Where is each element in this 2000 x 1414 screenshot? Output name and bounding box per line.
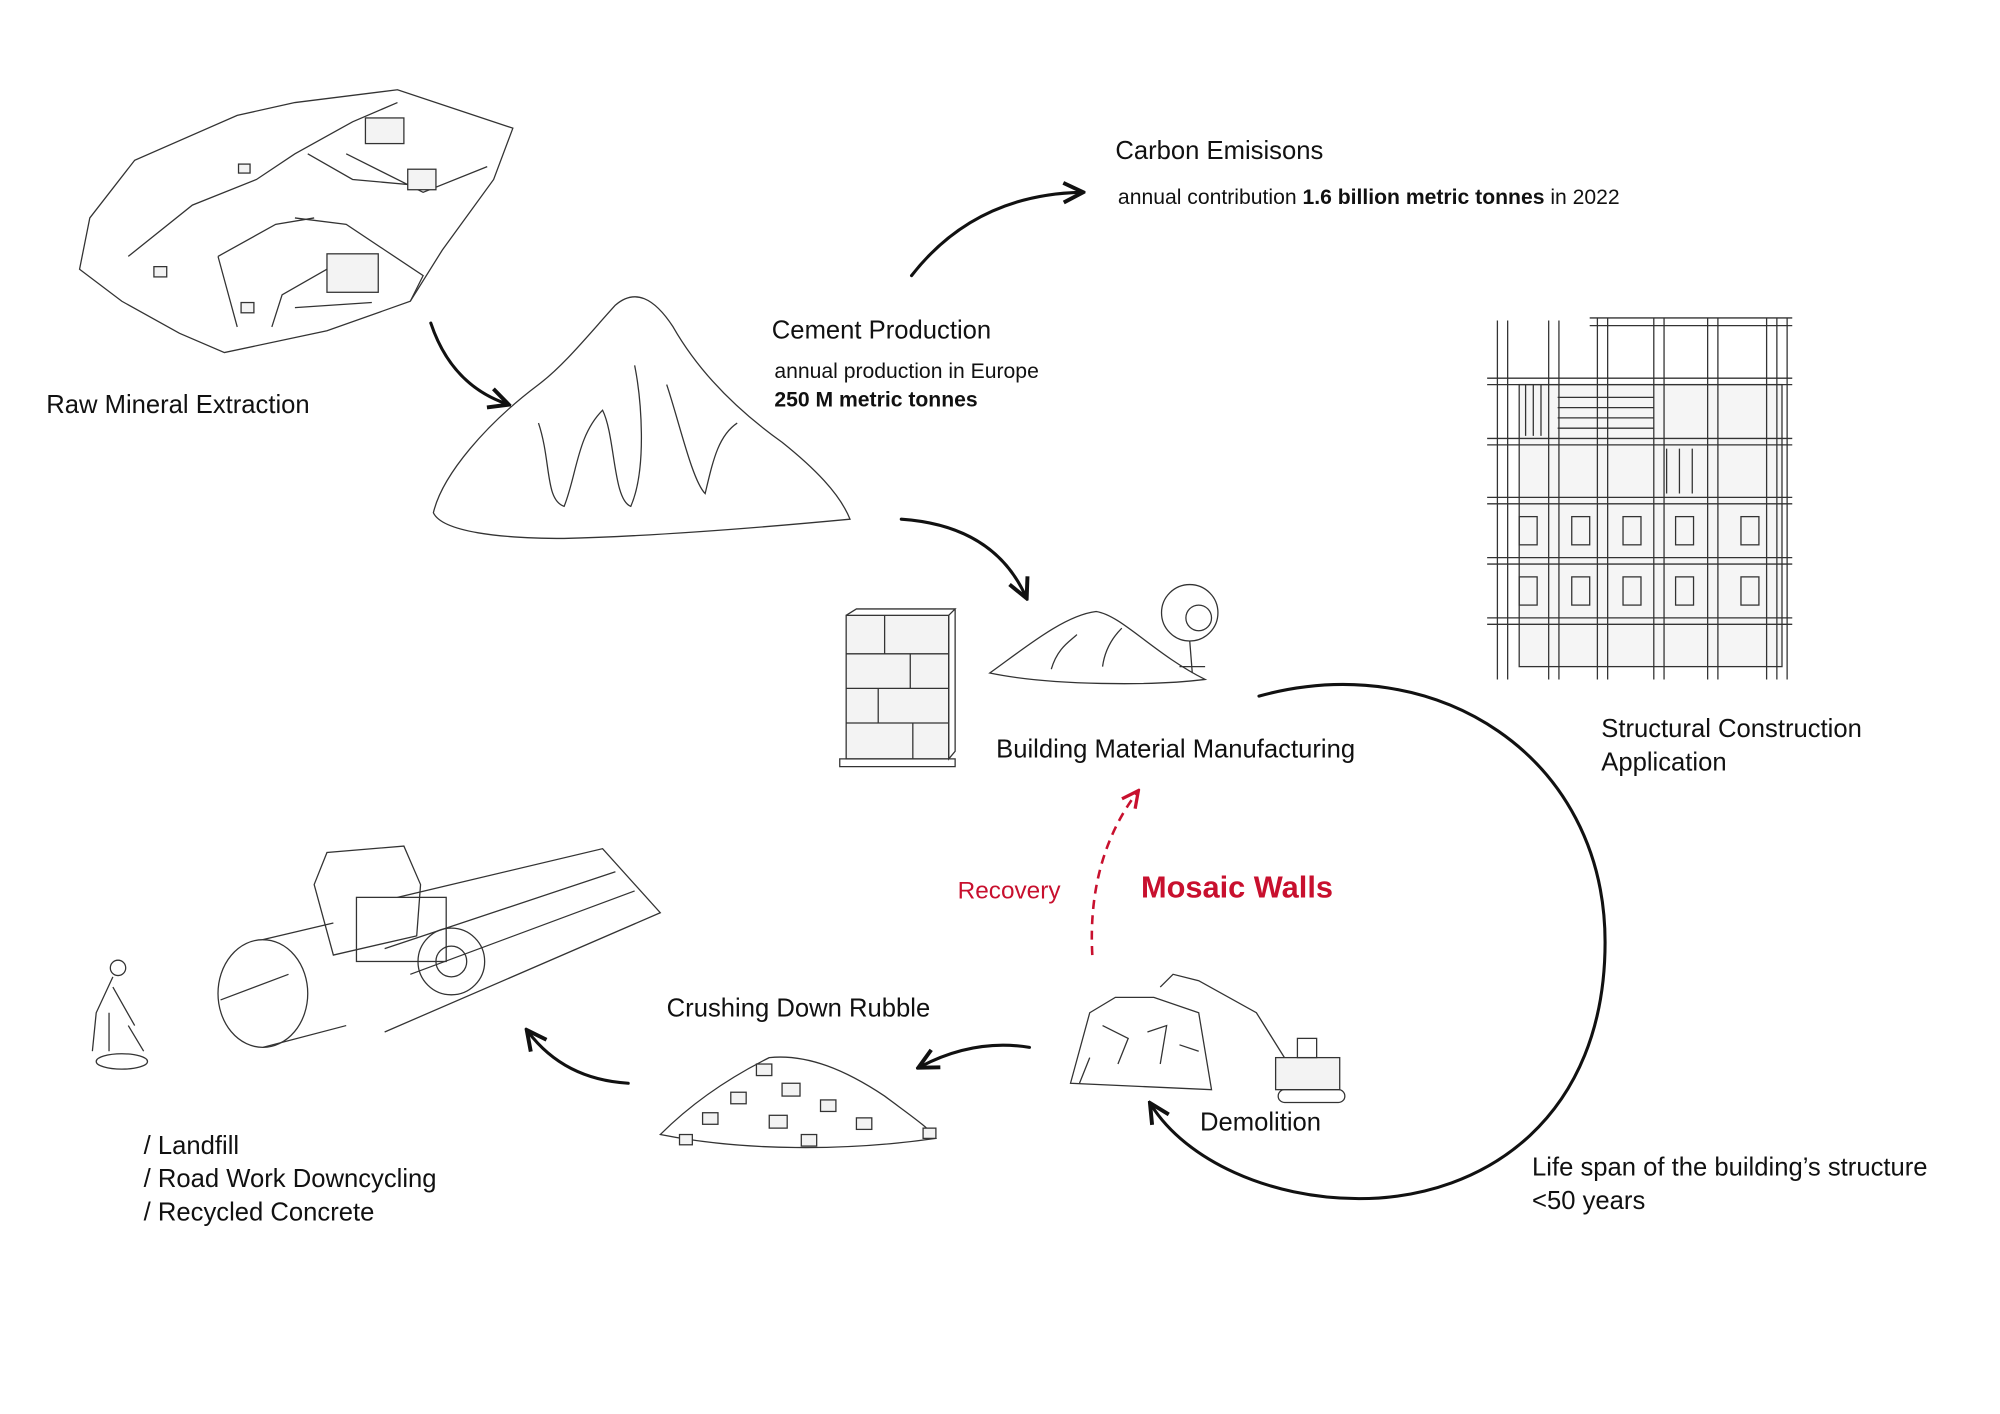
downcycling-recycled-concrete: / Recycled Concrete: [144, 1198, 375, 1226]
arrow-extraction-to-cement: [429, 321, 507, 404]
carbon-emissions-detail: annual contribution 1.6 billion metric t…: [1118, 186, 1620, 209]
cement-production-amount: 250 M metric tonnes: [774, 388, 977, 411]
quarry-illustration: [78, 89, 514, 354]
lifespan-years: <50 years: [1532, 1187, 1645, 1215]
crushing-rubble-label: Crushing Down Rubble: [667, 995, 931, 1023]
lifespan-label: Life span of the building’s structure: [1532, 1154, 1928, 1182]
building-structure-illustration: [1487, 317, 1793, 680]
building-blocks-illustration: [839, 608, 957, 768]
arrow-lifespan-loop: [1151, 682, 1607, 1201]
demolition-label: Demolition: [1200, 1109, 1321, 1137]
downcycling-landfill: / Landfill: [144, 1132, 239, 1160]
mixer-illustration: [988, 583, 1219, 685]
recovery-label: Recovery: [958, 878, 1062, 905]
road-roller-illustration: [217, 845, 662, 1049]
cement-production-detail: annual production in Europe: [774, 360, 1038, 383]
manufacturing-label: Building Material Manufacturing: [996, 736, 1355, 764]
cement-pile-illustration: [432, 296, 851, 540]
cement-production-label: Cement Production: [772, 316, 991, 344]
arrow-demolition-to-crushing: [921, 1043, 1032, 1066]
mosaic-walls-label: Mosaic Walls: [1141, 869, 1333, 904]
downcycling-road-work: / Road Work Downcycling: [144, 1165, 437, 1193]
rubble-pile-illustration: [658, 1056, 937, 1149]
carbon-emissions-label: Carbon Emisisons: [1115, 137, 1323, 165]
demolition-illustration: [1069, 973, 1346, 1104]
structural-construction-label-1: Structural Construction: [1601, 715, 1862, 743]
arrow-crushing-to-downcycling: [528, 1032, 630, 1085]
worker-illustration: [91, 959, 149, 1070]
arrow-cement-to-carbon: [910, 192, 1081, 278]
recovery-dashed-arrow: [1090, 792, 1137, 956]
raw-mineral-extraction-label: Raw Mineral Extraction: [46, 391, 309, 419]
arrow-cement-to-manufacturing: [899, 517, 1025, 596]
structural-construction-label-2: Application: [1601, 748, 1726, 776]
